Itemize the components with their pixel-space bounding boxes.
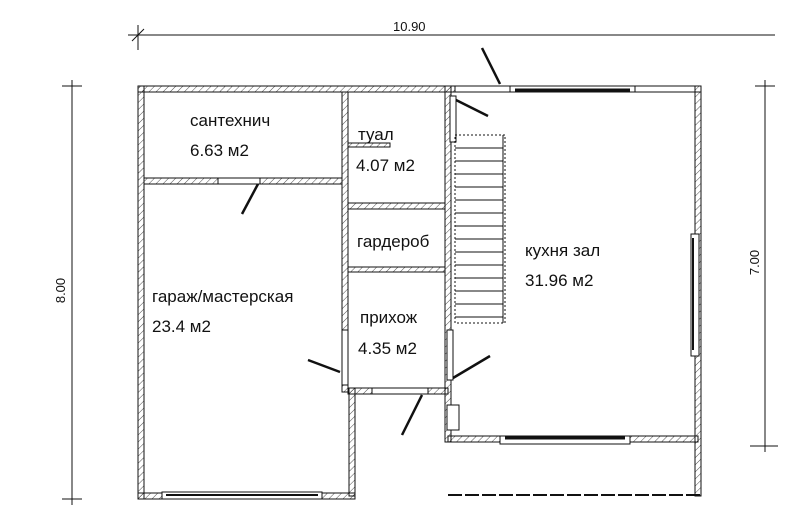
door-swing	[452, 354, 491, 380]
room-name-kitchen: кухня зал	[525, 241, 601, 260]
room-name-wardrobe: гардероб	[357, 232, 430, 251]
heater	[446, 404, 460, 431]
door-swing	[240, 183, 260, 215]
room-name-hall: прихож	[360, 308, 418, 327]
door-swing	[400, 394, 424, 436]
room-area-hall: 4.35 м2	[358, 339, 417, 358]
room-area-kitchen: 31.96 м2	[525, 271, 594, 290]
window-right-kitchen	[690, 233, 700, 357]
wall-toilet-wardrobe	[347, 202, 446, 210]
door-hall-kitchen	[446, 329, 454, 381]
wall-toilet-small	[347, 142, 391, 148]
wall-top-left	[137, 85, 456, 93]
staircase	[454, 134, 506, 324]
door-swing	[480, 47, 502, 85]
wall-left	[137, 85, 145, 500]
window-bottom-kitchen	[499, 435, 631, 445]
door-garage-hall	[341, 329, 349, 386]
dimension-width: 10.90	[393, 19, 426, 34]
wall-garage-right	[348, 387, 356, 497]
dimension-height-right: 7.00	[747, 249, 763, 276]
room-area-garage: 23.4 м2	[152, 317, 211, 336]
door-sanitary	[217, 177, 261, 185]
wall-vertical-middle	[341, 91, 349, 393]
dimension-height-left: 8.00	[53, 277, 69, 304]
room-area-toilet: 4.07 м2	[356, 156, 415, 175]
wall-kitchen-left	[444, 85, 452, 443]
room-name-garage: гараж/мастерская	[152, 287, 294, 306]
door-hall-bottom	[371, 387, 429, 395]
door-top-entry	[449, 95, 457, 143]
room-area-sanitary: 6.63 м2	[190, 141, 249, 160]
room-name-toilet: туал	[358, 125, 394, 144]
door-swing	[455, 98, 489, 118]
door-swing	[307, 358, 341, 374]
room-name-sanitary: сантехнич	[190, 111, 271, 130]
wall-wardrobe-hall	[347, 266, 446, 273]
